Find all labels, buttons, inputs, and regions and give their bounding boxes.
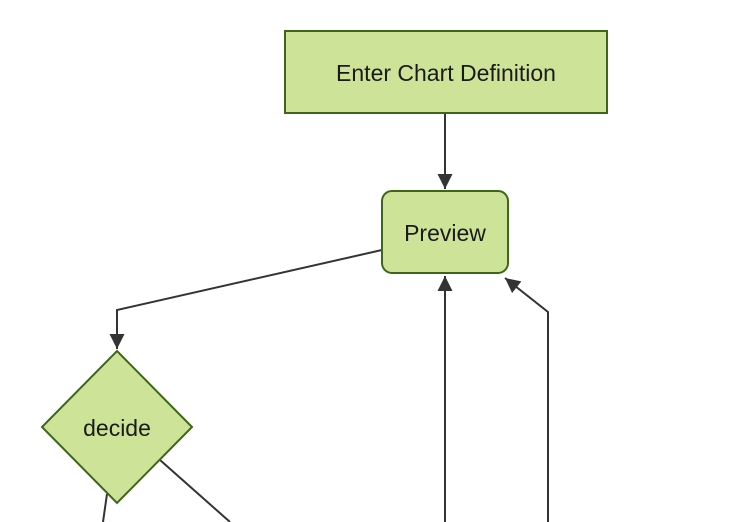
- edge-decide-to-offscreen-bottomright: [159, 459, 231, 522]
- node-preview-shape: [381, 190, 509, 274]
- edge-preview-to-decide: [109, 249, 383, 349]
- node-preview-label: Preview: [404, 220, 486, 246]
- edge-decide-to-offscreen-bottomleft: [102, 493, 108, 522]
- node-enter-chart-definition-label: Enter Chart Definition: [336, 60, 556, 86]
- node-decide-shape: [40, 349, 194, 505]
- edge-offscreen-bottomright-to-preview: [504, 277, 549, 522]
- node-preview: Preview: [381, 190, 509, 274]
- node-enter-chart-definition-shape: [284, 30, 608, 114]
- node-decide-label: decide: [83, 415, 151, 441]
- node-enter-chart-definition: Enter Chart Definition: [284, 30, 608, 114]
- node-decide: decide: [40, 349, 194, 505]
